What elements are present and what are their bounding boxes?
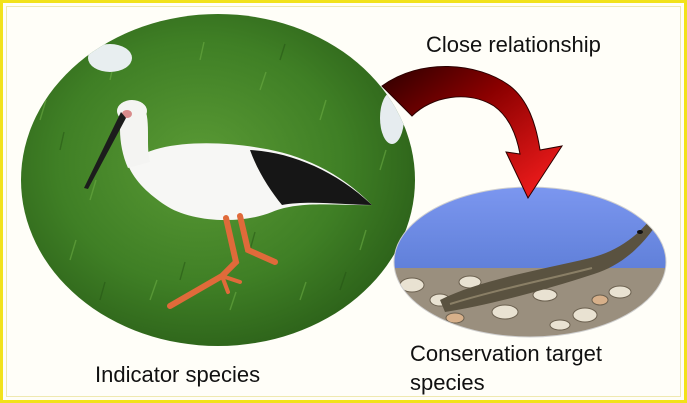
relationship-label: Close relationship	[426, 31, 601, 59]
indicator-species-image	[20, 10, 420, 350]
indicator-species-label: Indicator species	[95, 361, 260, 389]
conservation-target-label-line1: Conservation target	[410, 339, 602, 368]
conservation-target-label: Conservation target species	[410, 339, 602, 397]
conservation-target-label-line2: species	[410, 368, 602, 397]
